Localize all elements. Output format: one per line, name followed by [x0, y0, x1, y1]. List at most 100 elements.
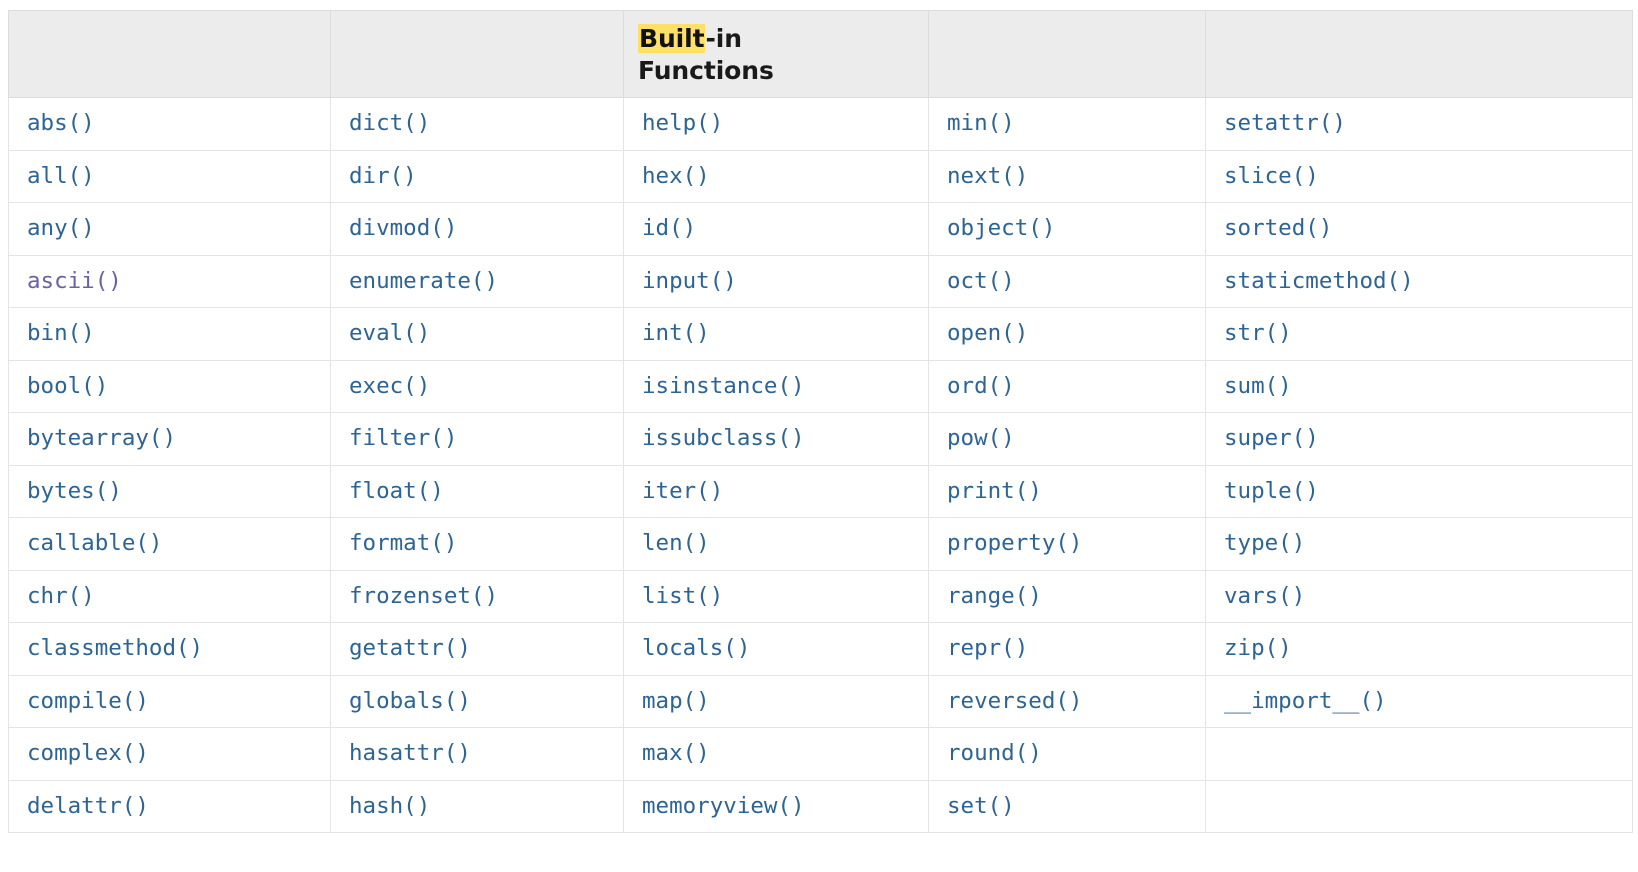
function-link-compile[interactable]: compile() — [27, 687, 149, 714]
function-link-float[interactable]: float() — [349, 477, 444, 504]
function-link-import[interactable]: __import__() — [1224, 687, 1387, 714]
function-link-staticmethod[interactable]: staticmethod() — [1224, 267, 1414, 294]
function-link-globals[interactable]: globals() — [349, 687, 471, 714]
function-link-zip[interactable]: zip() — [1224, 635, 1292, 662]
table-row: bool() exec() isinstance() ord() sum() — [8, 359, 1633, 413]
table-cell: min() — [928, 97, 1206, 151]
table-cell: type() — [1205, 517, 1633, 571]
function-link-chr[interactable]: chr() — [27, 582, 95, 609]
function-link-eval[interactable]: eval() — [349, 320, 431, 347]
table-cell: bytes() — [8, 464, 331, 518]
function-link-memoryview[interactable]: memoryview() — [642, 792, 805, 819]
function-link-pow[interactable]: pow() — [947, 425, 1015, 452]
table-cell: help() — [623, 97, 929, 151]
function-link-bool[interactable]: bool() — [27, 372, 109, 399]
function-link-filter[interactable]: filter() — [349, 425, 458, 452]
header-cell-4 — [928, 10, 1206, 98]
function-link-issubclass[interactable]: issubclass() — [642, 425, 805, 452]
function-link-round[interactable]: round() — [947, 740, 1042, 767]
function-link-classmethod[interactable]: classmethod() — [27, 635, 204, 662]
table-cell: round() — [928, 727, 1206, 781]
function-link-help[interactable]: help() — [642, 110, 724, 137]
function-link-iter[interactable]: iter() — [642, 477, 724, 504]
table-cell: slice() — [1205, 149, 1633, 203]
table-cell: bin() — [8, 307, 331, 361]
function-link-setattr[interactable]: setattr() — [1224, 110, 1346, 137]
function-link-divmod[interactable]: divmod() — [349, 215, 458, 242]
table-cell: hex() — [623, 149, 929, 203]
table-cell: reversed() — [928, 674, 1206, 728]
table-cell: getattr() — [330, 622, 624, 676]
function-link-dict[interactable]: dict() — [349, 110, 431, 137]
function-link-bin[interactable]: bin() — [27, 320, 95, 347]
function-link-all[interactable]: all() — [27, 162, 95, 189]
function-link-super[interactable]: super() — [1224, 425, 1319, 452]
function-link-print[interactable]: print() — [947, 477, 1042, 504]
function-link-input[interactable]: input() — [642, 267, 737, 294]
function-link-hash[interactable]: hash() — [349, 792, 431, 819]
function-link-sum[interactable]: sum() — [1224, 372, 1292, 399]
function-link-locals[interactable]: locals() — [642, 635, 751, 662]
table-row: compile() globals() map() reversed() __impor… — [8, 674, 1633, 728]
function-link-sorted[interactable]: sorted() — [1224, 215, 1333, 242]
function-link-enumerate[interactable]: enumerate() — [349, 267, 499, 294]
function-link-reversed[interactable]: reversed() — [947, 687, 1083, 714]
table-cell: delattr() — [8, 779, 331, 833]
function-link-max[interactable]: max() — [642, 740, 710, 767]
function-link-min[interactable]: min() — [947, 110, 1015, 137]
function-link-range[interactable]: range() — [947, 582, 1042, 609]
function-link-getattr[interactable]: getattr() — [349, 635, 471, 662]
function-link-ascii[interactable]: ascii() — [27, 267, 122, 294]
function-link-vars[interactable]: vars() — [1224, 582, 1306, 609]
header-cell-2 — [330, 10, 624, 98]
function-link-dir[interactable]: dir() — [349, 162, 417, 189]
table-cell: print() — [928, 464, 1206, 518]
function-link-complex[interactable]: complex() — [27, 740, 149, 767]
table-cell: range() — [928, 569, 1206, 623]
table-cell: globals() — [330, 674, 624, 728]
function-link-open[interactable]: open() — [947, 320, 1029, 347]
function-link-delattr[interactable]: delattr() — [27, 792, 149, 819]
table-cell: property() — [928, 517, 1206, 571]
table-cell: open() — [928, 307, 1206, 361]
function-link-next[interactable]: next() — [947, 162, 1029, 189]
function-link-isinstance[interactable]: isinstance() — [642, 372, 805, 399]
function-link-oct[interactable]: oct() — [947, 267, 1015, 294]
function-link-abs[interactable]: abs() — [27, 110, 95, 137]
function-link-hasattr[interactable]: hasattr() — [349, 740, 471, 767]
table-row: bytearray() filter() issubclass() pow() supe… — [8, 412, 1633, 466]
function-link-hex[interactable]: hex() — [642, 162, 710, 189]
function-link-slice[interactable]: slice() — [1224, 162, 1319, 189]
function-link-map[interactable]: map() — [642, 687, 710, 714]
table-cell: id() — [623, 202, 929, 256]
function-link-type[interactable]: type() — [1224, 530, 1306, 557]
function-link-tuple[interactable]: tuple() — [1224, 477, 1319, 504]
table-row: classmethod() getattr() locals() repr() zip(… — [8, 622, 1633, 676]
table-cell: dir() — [330, 149, 624, 203]
function-link-id[interactable]: id() — [642, 215, 697, 242]
function-link-bytes[interactable]: bytes() — [27, 477, 122, 504]
table-cell: object() — [928, 202, 1206, 256]
function-link-bytearray[interactable]: bytearray() — [27, 425, 177, 452]
function-link-any[interactable]: any() — [27, 215, 95, 242]
table-row: all() dir() hex() next() slice() — [8, 149, 1633, 203]
function-link-frozenset[interactable]: frozenset() — [349, 582, 499, 609]
function-link-set[interactable]: set() — [947, 792, 1015, 819]
function-link-len[interactable]: len() — [642, 530, 710, 557]
table-cell: iter() — [623, 464, 929, 518]
table-cell: chr() — [8, 569, 331, 623]
function-link-property[interactable]: property() — [947, 530, 1083, 557]
table-cell: memoryview() — [623, 779, 929, 833]
table-cell: repr() — [928, 622, 1206, 676]
search-highlight: Built — [638, 24, 706, 53]
function-link-object[interactable]: object() — [947, 215, 1056, 242]
function-link-str[interactable]: str() — [1224, 320, 1292, 347]
function-link-format[interactable]: format() — [349, 530, 458, 557]
function-link-int[interactable]: int() — [642, 320, 710, 347]
function-link-callable[interactable]: callable() — [27, 530, 163, 557]
function-link-exec[interactable]: exec() — [349, 372, 431, 399]
function-link-list[interactable]: list() — [642, 582, 724, 609]
function-link-repr[interactable]: repr() — [947, 635, 1029, 662]
function-link-ord[interactable]: ord() — [947, 372, 1015, 399]
